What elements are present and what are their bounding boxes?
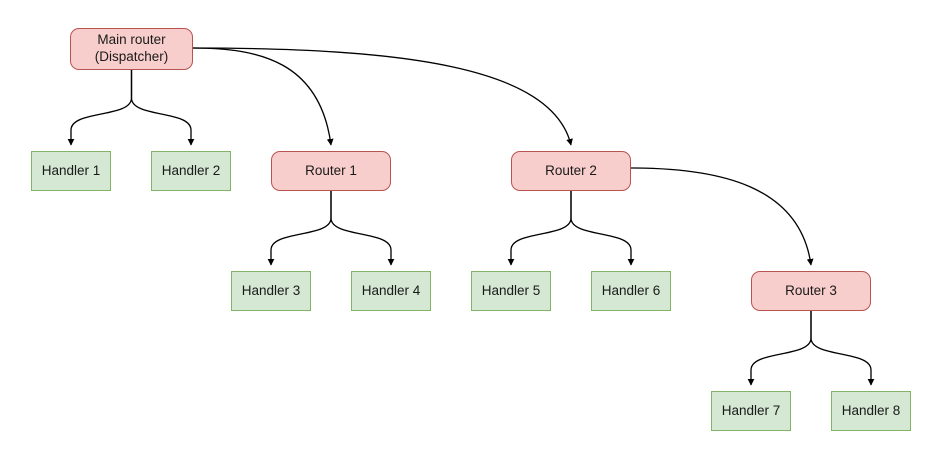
node-handler-2[interactable]: Handler 2	[151, 151, 231, 191]
edge-router-2-to-router-3	[630, 167, 814, 266]
edge-router-1-to-handler-3	[267, 191, 332, 266]
node-label: Handler 6	[601, 282, 661, 298]
node-label: Main router (Dispatcher)	[94, 32, 169, 64]
node-handler-4[interactable]: Handler 4	[351, 271, 431, 311]
node-label: Handler 3	[241, 282, 301, 298]
edge-router-2-to-handler-5	[507, 191, 572, 266]
node-label: Handler 8	[841, 402, 901, 418]
edge-router-1-to-handler-4	[330, 191, 395, 266]
node-label: Router 1	[305, 162, 357, 178]
edge-main-router-to-router-1	[192, 47, 334, 146]
node-handler-1[interactable]: Handler 1	[31, 151, 111, 191]
node-main-router[interactable]: Main router (Dispatcher)	[70, 28, 193, 70]
edge-main-router-to-router-2	[192, 47, 573, 146]
node-label: Router 3	[785, 282, 837, 298]
node-handler-7[interactable]: Handler 7	[711, 391, 791, 431]
node-handler-6[interactable]: Handler 6	[591, 271, 671, 311]
node-handler-5[interactable]: Handler 5	[471, 271, 551, 311]
node-label: Handler 5	[481, 282, 541, 298]
edge-main-router-to-handler-1	[67, 70, 133, 146]
node-router-2[interactable]: Router 2	[511, 151, 631, 191]
edge-main-router-to-handler-2	[130, 70, 195, 146]
node-router-3[interactable]: Router 3	[751, 271, 871, 311]
node-handler-3[interactable]: Handler 3	[231, 271, 311, 311]
node-label: Handler 7	[721, 402, 781, 418]
node-label: Handler 1	[41, 162, 101, 178]
node-handler-8[interactable]: Handler 8	[831, 391, 911, 431]
edge-router-2-to-handler-6	[570, 191, 635, 266]
edge-router-3-to-handler-7	[747, 311, 812, 386]
edge-router-3-to-handler-8	[810, 311, 875, 386]
node-router-1[interactable]: Router 1	[271, 151, 391, 191]
node-label: Handler 4	[361, 282, 421, 298]
node-label: Router 2	[545, 162, 597, 178]
node-label: Handler 2	[161, 162, 221, 178]
